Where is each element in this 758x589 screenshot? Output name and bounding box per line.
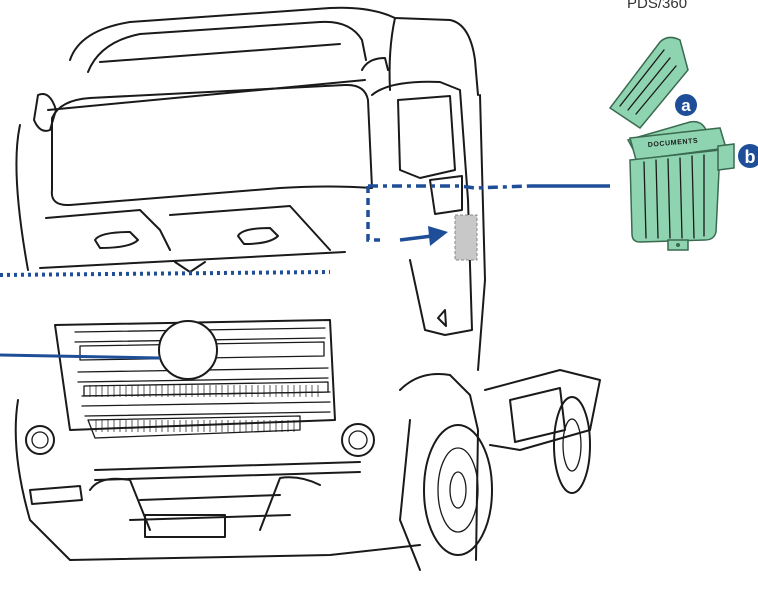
cab-rear-edge [478, 95, 485, 370]
dash-leader-drop [368, 186, 380, 240]
left-vent-slot [95, 232, 138, 248]
rear-wheel-hub [563, 419, 581, 471]
front-wheel-arch [400, 374, 478, 560]
roof-line [100, 44, 340, 62]
center-chevron [175, 262, 205, 272]
rear-wheel [554, 397, 590, 493]
roof-visor [88, 22, 366, 72]
door-outline [372, 82, 472, 335]
roof-rear-edge [390, 18, 395, 90]
documents-container: DOCUMENTS a b [610, 37, 758, 250]
truck-cab [16, 8, 600, 570]
panel-crease [40, 252, 345, 268]
front-wheel [424, 425, 492, 555]
bumper-bars [130, 495, 290, 520]
front-wheel-center [450, 472, 466, 508]
door-handle [438, 310, 446, 326]
front-wheel-hub [438, 448, 478, 532]
reference-code: PDS/360 [627, 0, 687, 12]
left-step [30, 486, 82, 504]
emblem-circle [159, 321, 217, 379]
left-fog-light-inner [32, 432, 48, 448]
door-window [398, 96, 455, 178]
right-fog-light-inner [349, 431, 367, 449]
windshield-top-trim [48, 80, 365, 110]
highlight-patch [455, 215, 477, 260]
dash-dot-leader-line [368, 186, 530, 188]
windshield [52, 85, 372, 205]
fuel-tank [510, 388, 565, 442]
right-fog-light [342, 424, 374, 456]
dotted-leader-line [0, 272, 330, 275]
callout-a-label: a [681, 96, 691, 115]
left-cab-pillar [16, 125, 28, 270]
arrow-head-icon [428, 226, 448, 246]
grille-mesh [90, 385, 318, 432]
chassis-rail [485, 370, 600, 450]
left-fog-light [26, 426, 54, 454]
container-lid [610, 37, 688, 128]
emblem-leader-line [0, 355, 160, 358]
callout-b-label: b [745, 147, 756, 167]
container-latch [718, 144, 734, 170]
container-tab-hole [676, 243, 680, 247]
right-vent-slot [238, 228, 278, 244]
bumper-guard [90, 477, 320, 530]
left-wiper [46, 210, 170, 250]
side-mirror-arm [430, 176, 462, 214]
bumper-trim [95, 462, 360, 480]
arrow-shaft [400, 236, 432, 240]
